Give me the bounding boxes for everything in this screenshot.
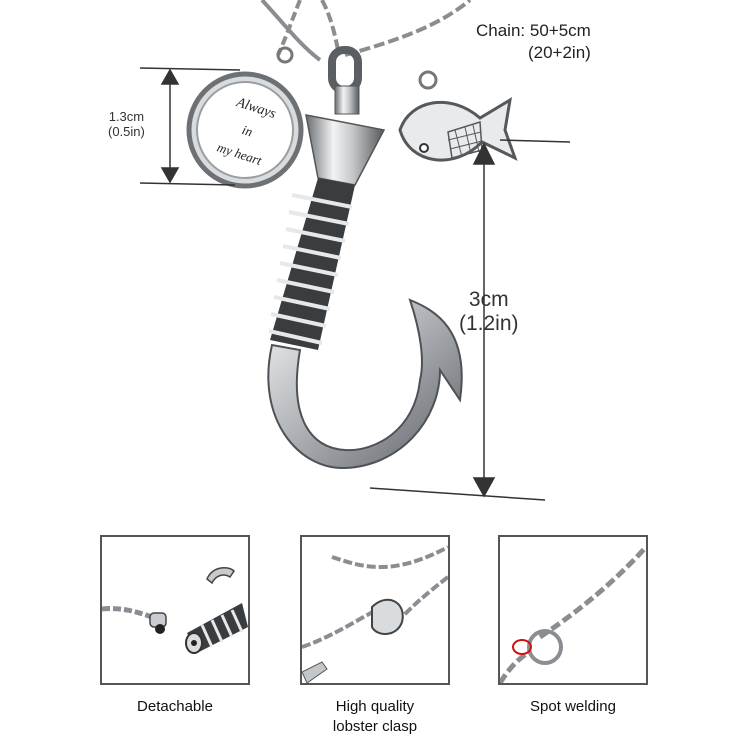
feature-box-lobster-clasp bbox=[300, 535, 450, 685]
caption-detachable: Detachable bbox=[137, 698, 213, 715]
round-charm: Always in my heart bbox=[186, 46, 304, 189]
chain-length-label: Chain: 50+5cm (20+2in) bbox=[476, 20, 591, 64]
chain-length-line1: Chain: 50+5cm bbox=[476, 21, 591, 40]
hook-bail bbox=[328, 46, 362, 115]
detachable-photo bbox=[102, 566, 248, 654]
caption-lobster-clasp: High quality lobster clasp bbox=[290, 697, 460, 737]
caption-lobster-line1: High quality bbox=[335, 698, 415, 715]
necklace-chain bbox=[260, 0, 472, 62]
large-dimension-in: (1.2in) bbox=[459, 312, 519, 335]
small-dimension-in: (0.5in) bbox=[108, 124, 145, 139]
large-dimension-label: 3cm (1.2in) bbox=[459, 288, 519, 336]
hook-curve bbox=[267, 298, 463, 470]
spot-welding-photo bbox=[500, 545, 646, 683]
caption-lobster-line2: lobster clasp bbox=[332, 718, 418, 735]
large-dimension-cm: 3cm bbox=[468, 288, 509, 311]
chain-length-line2: (20+2in) bbox=[527, 43, 591, 62]
hook-coil-grip bbox=[268, 178, 355, 350]
product-illustration: Always in my heart bbox=[139, 0, 571, 501]
fish-charm bbox=[398, 70, 518, 162]
hook-top-cone bbox=[305, 114, 386, 186]
small-dimension-label: 1.3cm (0.5in) bbox=[108, 109, 145, 139]
feature-box-detachable bbox=[100, 535, 250, 685]
small-dimension-cm: 1.3cm bbox=[108, 109, 145, 124]
dimension-lines bbox=[139, 67, 571, 501]
feature-box-spot-welding bbox=[498, 535, 648, 685]
caption-spot-welding: Spot welding bbox=[530, 698, 616, 715]
charm-text-line2: in bbox=[240, 122, 254, 139]
lobster-clasp-photo bbox=[302, 545, 448, 683]
